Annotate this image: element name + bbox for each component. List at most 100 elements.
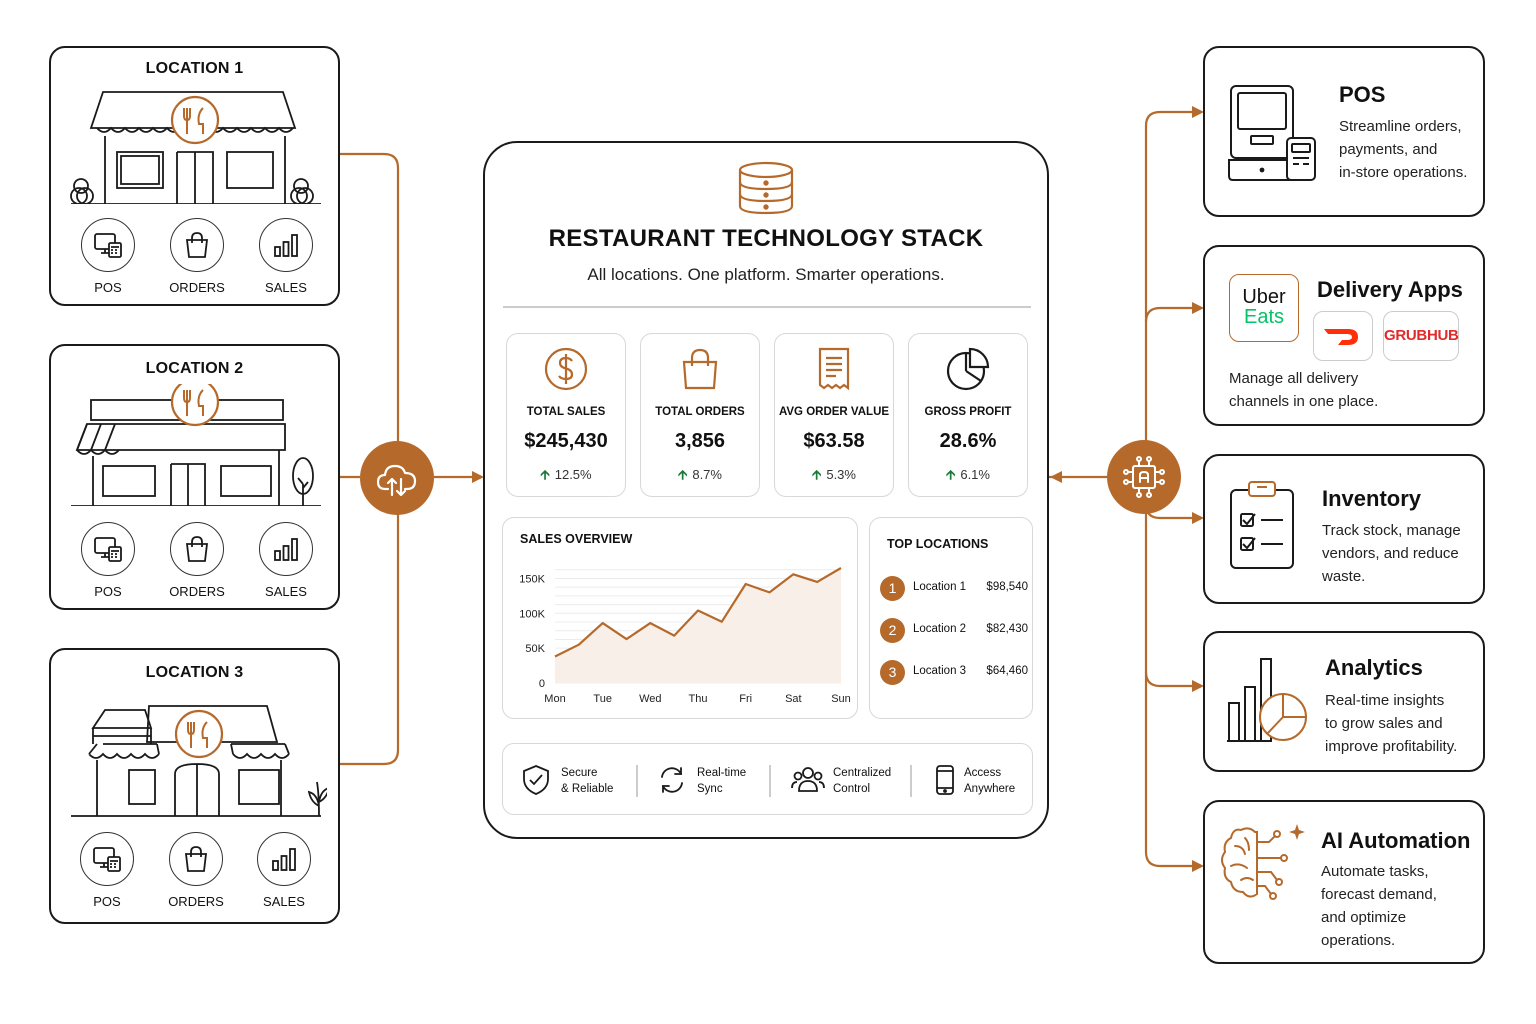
integration-analytics-card[interactable]: Analytics Real-time insights to grow sal…: [1203, 631, 1485, 772]
kpi-change-value: 8.7%: [692, 467, 722, 482]
location-card-1[interactable]: LOCATION 1 POS ORDERS SALES: [49, 46, 340, 306]
cloud-sync-icon: [376, 464, 417, 497]
kpi-label: TOTAL SALES: [526, 406, 606, 418]
storefront-icon: [71, 384, 321, 506]
desc-line: operations.: [1321, 932, 1396, 949]
kpi-change-value: 12.5%: [554, 467, 592, 482]
integration-ai-automation-card[interactable]: AI Automation Automate tasks, forecast d…: [1203, 800, 1485, 964]
feature-line: Sync: [697, 783, 723, 795]
y-tick-label: 150K: [519, 573, 545, 585]
shopping-bag-icon: [184, 846, 208, 872]
desc-line: to grow sales and: [1325, 715, 1443, 732]
ai-chip-icon: [1123, 456, 1165, 498]
ubereats-logo-line1: Uber: [1242, 286, 1286, 308]
x-tick-label: Tue: [593, 693, 612, 705]
chart-title: SALES OVERVIEW: [520, 532, 633, 546]
divider: [503, 306, 1031, 308]
grubhub-logo-text: GRUBHUB: [1384, 327, 1459, 344]
orders-module[interactable]: ORDERS: [169, 218, 225, 295]
location-name: Location 3: [913, 665, 967, 677]
desc-line: Automate tasks,: [1321, 863, 1429, 880]
feature-line: Real-time: [697, 767, 747, 779]
shopping-bag-icon: [185, 232, 209, 258]
orders-module[interactable]: ORDERS: [168, 832, 224, 909]
feature-line: Control: [833, 783, 871, 795]
location-sales: $82,430: [986, 623, 1028, 635]
sales-module[interactable]: SALES: [258, 218, 314, 295]
x-tick-label: Fri: [739, 693, 752, 705]
desc-line: vendors, and reduce: [1322, 545, 1459, 562]
kpi-label: TOTAL ORDERS: [655, 406, 745, 418]
bar-chart-icon: [272, 848, 296, 871]
card-title: AI Automation: [1321, 828, 1471, 853]
card-title: Analytics: [1325, 655, 1423, 680]
module-label: SALES: [263, 894, 305, 909]
brain-circuit-icon: [1221, 824, 1305, 900]
features-strip: [502, 743, 1033, 815]
sales-module[interactable]: SALES: [258, 522, 314, 599]
top-location-row[interactable]: 2 Location 2 $82,430: [880, 618, 1028, 644]
kpi-gross-profit[interactable]: GROSS PROFIT 28.6% 🡩6.1%: [908, 333, 1028, 497]
top-locations-panel[interactable]: TOP LOCATIONS 1 Location 1 $98,540 2 Loc…: [869, 517, 1033, 719]
sales-area: [555, 568, 841, 683]
kpi-value: 3,856: [674, 430, 726, 452]
kpi-label: AVG ORDER VALUE: [778, 406, 890, 418]
y-tick-label: 50K: [525, 643, 545, 655]
pos-terminal-icon: [93, 847, 121, 872]
integration-pos-card[interactable]: POS Streamline orders, payments, and in-…: [1203, 46, 1485, 217]
top-location-row[interactable]: 3 Location 3 $64,460: [880, 660, 1028, 686]
location-sales: $98,540: [986, 581, 1028, 593]
card-title: Delivery Apps: [1317, 277, 1463, 302]
kpi-change: 🡩6.1%: [909, 466, 1027, 488]
sync-icon: [661, 767, 683, 793]
shopping-bag-icon: [185, 536, 209, 562]
pos-module[interactable]: POS: [79, 832, 135, 909]
desc-line: Manage all delivery: [1229, 370, 1359, 387]
pos-terminal-icon: [94, 537, 122, 562]
desc-line: waste.: [1322, 568, 1366, 585]
kpi-total-sales[interactable]: TOTAL SALES $245,430 🡩12.5%: [506, 333, 626, 497]
feature-line: & Reliable: [561, 783, 614, 795]
module-label: POS: [94, 280, 122, 295]
location-title: LOCATION 2: [145, 360, 244, 377]
pos-module[interactable]: POS: [80, 522, 136, 599]
dollar-icon: [544, 347, 588, 391]
y-tick-label: 100K: [519, 608, 545, 620]
desc-line: Streamline orders,: [1339, 118, 1462, 135]
feature-line: Access: [964, 767, 1002, 779]
location-card-2[interactable]: LOCATION 2 POS ORDERS SALES: [49, 344, 340, 610]
sales-module[interactable]: SALES: [256, 832, 312, 909]
y-tick-label: 0: [539, 678, 545, 690]
receipt-icon: [818, 347, 850, 391]
kpi-change: 🡩5.3%: [775, 466, 893, 488]
pos-module[interactable]: POS: [80, 218, 136, 295]
top-location-row[interactable]: 1 Location 1 $98,540: [880, 576, 1028, 602]
module-label: POS: [94, 584, 122, 599]
x-tick-label: Thu: [689, 693, 708, 705]
integration-delivery-card[interactable]: Uber Eats Delivery Apps GRUBHUB Manage a…: [1203, 245, 1485, 426]
card-title: POS: [1339, 82, 1386, 107]
card-title: Inventory: [1322, 486, 1422, 511]
orders-module[interactable]: ORDERS: [169, 522, 225, 599]
page-title: RESTAURANT TECHNOLOGY STACK: [548, 225, 984, 252]
location-card-3[interactable]: LOCATION 3 POS ORDERS SALES: [49, 648, 340, 924]
divider: [910, 765, 912, 797]
kpi-total-orders[interactable]: TOTAL ORDERS 3,856 🡩8.7%: [640, 333, 760, 497]
users-icon: [791, 767, 825, 792]
tech-stack-dashboard: RESTAURANT TECHNOLOGY STACK All location…: [483, 141, 1049, 839]
module-label: SALES: [265, 584, 307, 599]
cloud-sync-hub[interactable]: [360, 441, 434, 515]
card-description: Real-time insights to grow sales and imp…: [1325, 689, 1457, 758]
desc-line: Track stock, manage: [1322, 522, 1461, 539]
integration-inventory-card[interactable]: Inventory Track stock, manage vendors, a…: [1203, 454, 1485, 604]
kpi-label: GROSS PROFIT: [924, 406, 1012, 418]
arrow-up-icon: 🡩: [540, 467, 550, 482]
kpi-avg-order-value[interactable]: AVG ORDER VALUE $63.58 🡩5.3%: [774, 333, 894, 497]
desc-line: and optimize: [1321, 909, 1407, 926]
doordash-logo: [1313, 311, 1373, 361]
location-title: LOCATION 3: [145, 664, 244, 681]
x-tick-label: Wed: [639, 693, 661, 705]
ai-automation-hub[interactable]: [1107, 440, 1181, 514]
